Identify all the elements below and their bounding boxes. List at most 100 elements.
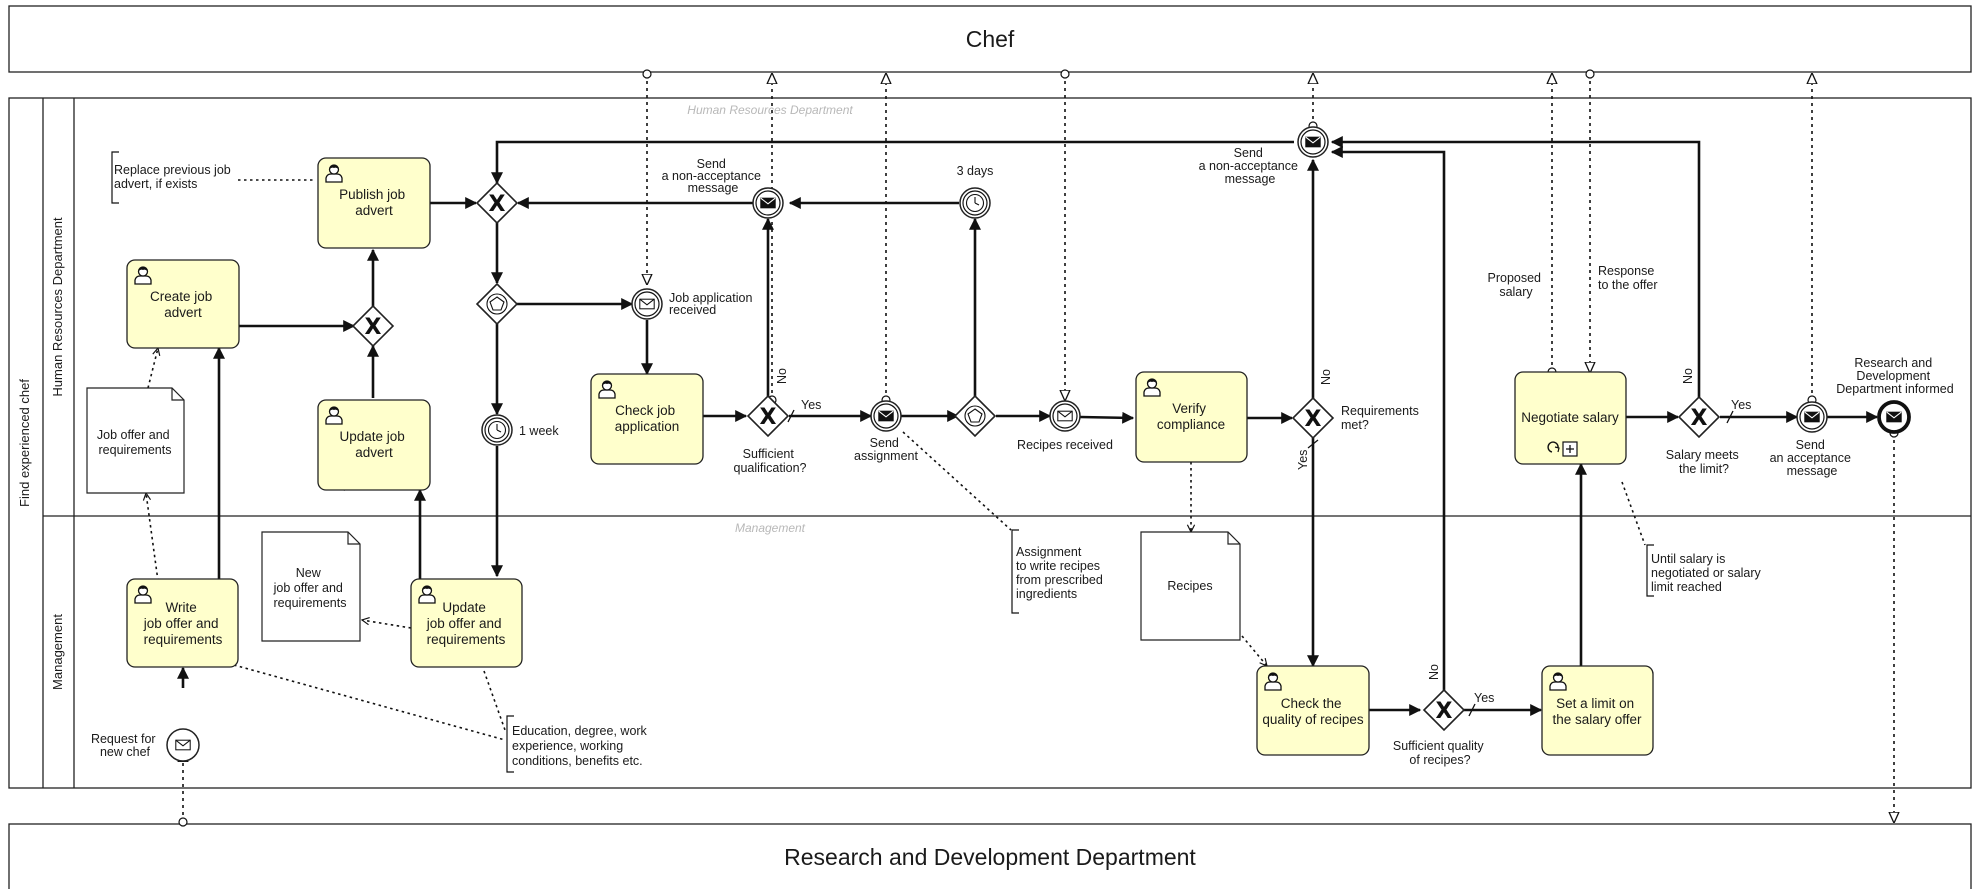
- event-three-days-timer[interactable]: [959, 187, 991, 219]
- event-recipes-received[interactable]: [1049, 400, 1081, 432]
- flow-no-requirements: No: [1319, 369, 1333, 385]
- svg-text:Proposed salary: Proposed salary: [1488, 271, 1545, 299]
- flow-no-qualification: No: [775, 368, 789, 384]
- task-verify-compliance[interactable]: Verify compliance: [1135, 371, 1248, 463]
- label-one-week: 1 week: [519, 424, 559, 438]
- label-response-line2: to the offer: [1598, 278, 1658, 292]
- label-send-assignment-line2: assignment: [854, 449, 918, 463]
- event-rd-informed-end[interactable]: [1877, 400, 1911, 434]
- svg-text:Until salary is negotiat: Until salary is negotiated or salary lim…: [1651, 552, 1764, 594]
- annotation-education-line1: Education, degree, work: [512, 724, 648, 738]
- annotation-replace-line1: Replace previous job: [114, 163, 231, 177]
- event-send-assignment[interactable]: [870, 400, 902, 432]
- gateway-merge-advert[interactable]: X: [351, 304, 395, 348]
- task-negotiate-salary[interactable]: Negotiate salary: [1514, 371, 1627, 465]
- document-new-job-offer: New job offer and requirements: [261, 531, 361, 642]
- task-update-req-line1: Update: [442, 600, 486, 615]
- label-request-line2: new chef: [100, 745, 151, 759]
- label-request-line1: Request for: [91, 732, 156, 746]
- task-write-job-offer[interactable]: Write job offer and requirements: [126, 578, 239, 668]
- gateway-event-based-1[interactable]: [475, 282, 519, 326]
- task-verify-line1: Verify: [1172, 401, 1206, 416]
- event-job-application-received[interactable]: [631, 288, 663, 320]
- doc-job-offer-line1: Job offer and: [97, 428, 170, 442]
- event-one-week-timer[interactable]: [481, 414, 513, 446]
- annotation-salary-until: Until salary is negotiated or salary lim…: [1651, 552, 1764, 594]
- svg-text:Job offer and requiremen: Job offer and requirements: [97, 428, 173, 457]
- label-send-accept-line2: an acceptance: [1770, 451, 1851, 465]
- message-flows: [183, 74, 1894, 822]
- doc-new-job-offer-line3: requirements: [274, 596, 347, 610]
- task-check-quality-of-recipes[interactable]: Check the quality of recipes: [1256, 665, 1370, 756]
- event-send-nonaccept-2[interactable]: [1297, 126, 1329, 158]
- svg-text:Set a limit on the salar: Set a limit on the salary offer: [1552, 696, 1642, 727]
- svg-text:Send assignment: Send assignment: [854, 436, 918, 463]
- svg-text:X: X: [760, 405, 777, 430]
- event-request-start[interactable]: [166, 728, 200, 762]
- pool-research: Research and Development Department: [8, 823, 1972, 889]
- svg-text:X: X: [1305, 407, 1322, 432]
- label-send-accept-line1: Send: [1796, 438, 1825, 452]
- doc-recipes-line1: Recipes: [1167, 579, 1212, 593]
- task-set-salary-limit[interactable]: Set a limit on the salary offer: [1541, 665, 1654, 756]
- task-create-job-advert[interactable]: Create job advert: [126, 259, 240, 349]
- annotation-education: Education, degree, work experience, work…: [512, 724, 650, 768]
- task-update-req-line2: job offer and: [426, 616, 502, 631]
- task-update-advert-line2: advert: [355, 445, 393, 460]
- annotation-salary-line2: negotiated or salary: [1651, 566, 1762, 580]
- svg-text:Education, degree, work: Education, degree, work experience, work…: [512, 724, 650, 768]
- task-publish-job-advert[interactable]: Publish job advert: [317, 157, 431, 249]
- label-three-days: 3 days: [957, 164, 994, 178]
- annotation-replace-advert: Replace previous job advert, if exists: [114, 163, 231, 191]
- lane-mgmt-watermark: Management: [735, 521, 806, 535]
- task-publish-line2: advert: [355, 203, 393, 218]
- gateway-event-based-2[interactable]: [953, 394, 997, 438]
- svg-text:X: X: [365, 315, 382, 340]
- svg-text:Write job offer and: Write job offer and requirements: [143, 600, 223, 647]
- document-job-offer: Job offer and requirements: [86, 387, 185, 494]
- task-update-req-line3: requirements: [427, 632, 506, 647]
- svg-text:X: X: [1691, 406, 1708, 431]
- doc-new-job-offer-line2: job offer and: [273, 581, 343, 595]
- pool-main-title: Find experienced chef: [17, 379, 32, 507]
- labels: Send a non-acceptance message 3 days Job…: [91, 146, 1954, 767]
- label-rd-informed-line2: Development: [1856, 369, 1930, 383]
- label-recipes-received: Recipes received: [1017, 438, 1113, 452]
- svg-text:Requirements met?: Requirements met?: [1341, 404, 1422, 432]
- task-check-job-application[interactable]: Check job application: [590, 373, 704, 465]
- subprocess-marker-icon: [1562, 441, 1578, 457]
- gateway-merge-top[interactable]: X: [475, 181, 519, 225]
- gateway-sufficient-quality[interactable]: X: [1422, 688, 1466, 732]
- gateway-salary-limit[interactable]: X: [1677, 395, 1721, 439]
- task-update-job-advert[interactable]: Update job advert: [317, 399, 431, 491]
- label-app-received-line1: Job application: [669, 291, 752, 305]
- task-check-app-line1: Check job: [615, 403, 675, 418]
- event-send-nonaccept-1[interactable]: [752, 187, 784, 219]
- label-quality-ok-line2: of recipes?: [1409, 753, 1470, 767]
- gateway-sufficient-qualification[interactable]: X: [746, 394, 790, 438]
- event-send-acceptance[interactable]: [1796, 401, 1828, 433]
- svg-text:Salary meets the limit?: Salary meets the limit?: [1666, 448, 1742, 476]
- label-send-nonaccept-2-line3: message: [1225, 172, 1276, 186]
- svg-text:Send an acceptance: Send an acceptance message: [1770, 438, 1855, 478]
- label-send-nonaccept-1-line3: message: [688, 181, 739, 195]
- svg-text:Send a non-acceptance: Send a non-acceptance message: [662, 157, 765, 195]
- gateway-requirements-met[interactable]: X: [1291, 396, 1335, 440]
- label-send-nonaccept-2-line1: Send: [1234, 146, 1263, 160]
- svg-text:Request for new chef: Request for new chef: [91, 732, 159, 759]
- label-send-nonaccept-1-line2: a non-acceptance: [662, 169, 761, 183]
- annotation-salary-line3: limit reached: [1651, 580, 1722, 594]
- svg-text:New job offer and: New job offer and requirements: [273, 566, 347, 610]
- pool-chef: Chef: [8, 5, 1972, 73]
- task-update-job-offer[interactable]: Update job offer and requirements: [410, 578, 523, 668]
- label-salary-limit-line2: the limit?: [1679, 462, 1729, 476]
- lane-hr-watermark: Human Resources Department: [687, 103, 853, 117]
- svg-text:Assignment to write reci: Assignment to write recipes from prescri…: [1016, 545, 1106, 601]
- pool-chef-title: Chef: [966, 26, 1015, 52]
- annotation-education-line3: conditions, benefits etc.: [512, 754, 643, 768]
- annotation-education-line2: experience, working: [512, 739, 623, 753]
- label-app-received-line2: received: [669, 303, 716, 317]
- doc-job-offer-line2: requirements: [99, 443, 172, 457]
- svg-text:Update job advert: Update job advert: [339, 429, 408, 460]
